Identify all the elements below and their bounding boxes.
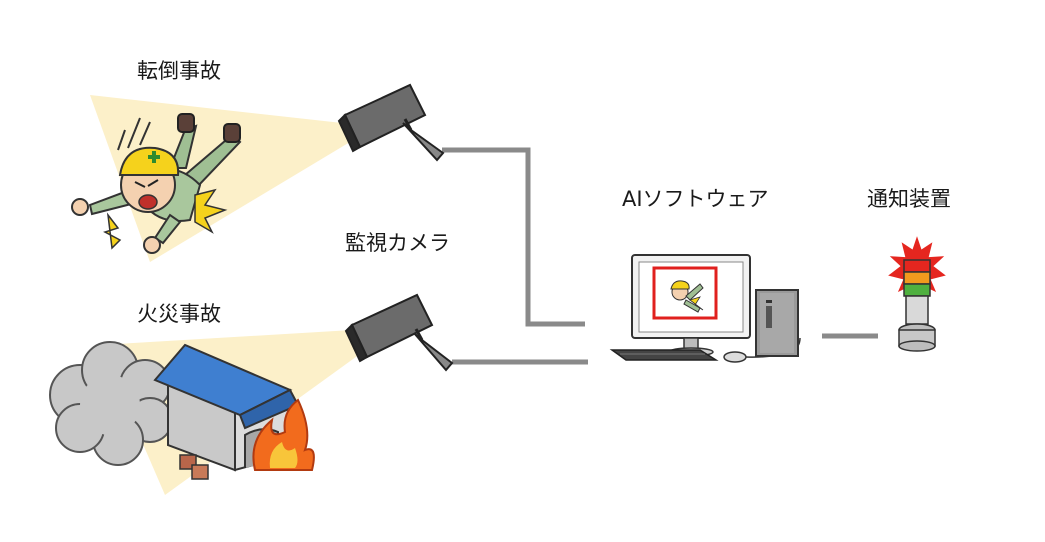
falling-worker-icon bbox=[71, 113, 242, 254]
label-fall-accident: 転倒事故 bbox=[137, 59, 221, 83]
wire-camera-top bbox=[442, 147, 585, 327]
camera-beam-top bbox=[90, 95, 350, 262]
desktop-computer-icon bbox=[609, 254, 801, 363]
label-camera: 監視カメラ bbox=[345, 231, 450, 255]
surveillance-camera-icon bbox=[337, 83, 454, 372]
label-ai-software: AIソフトウェア bbox=[622, 187, 769, 211]
label-notification-device: 通知装置 bbox=[867, 187, 951, 211]
fall-scene bbox=[71, 95, 350, 262]
camera-top bbox=[337, 83, 445, 162]
burning-warehouse-icon bbox=[49, 341, 315, 480]
camera-bottom bbox=[344, 293, 454, 372]
signal-tower-lamp-icon bbox=[883, 229, 951, 352]
fire-scene bbox=[49, 330, 360, 495]
label-fire-accident: 火災事故 bbox=[137, 302, 221, 326]
connection-wires bbox=[442, 147, 878, 365]
